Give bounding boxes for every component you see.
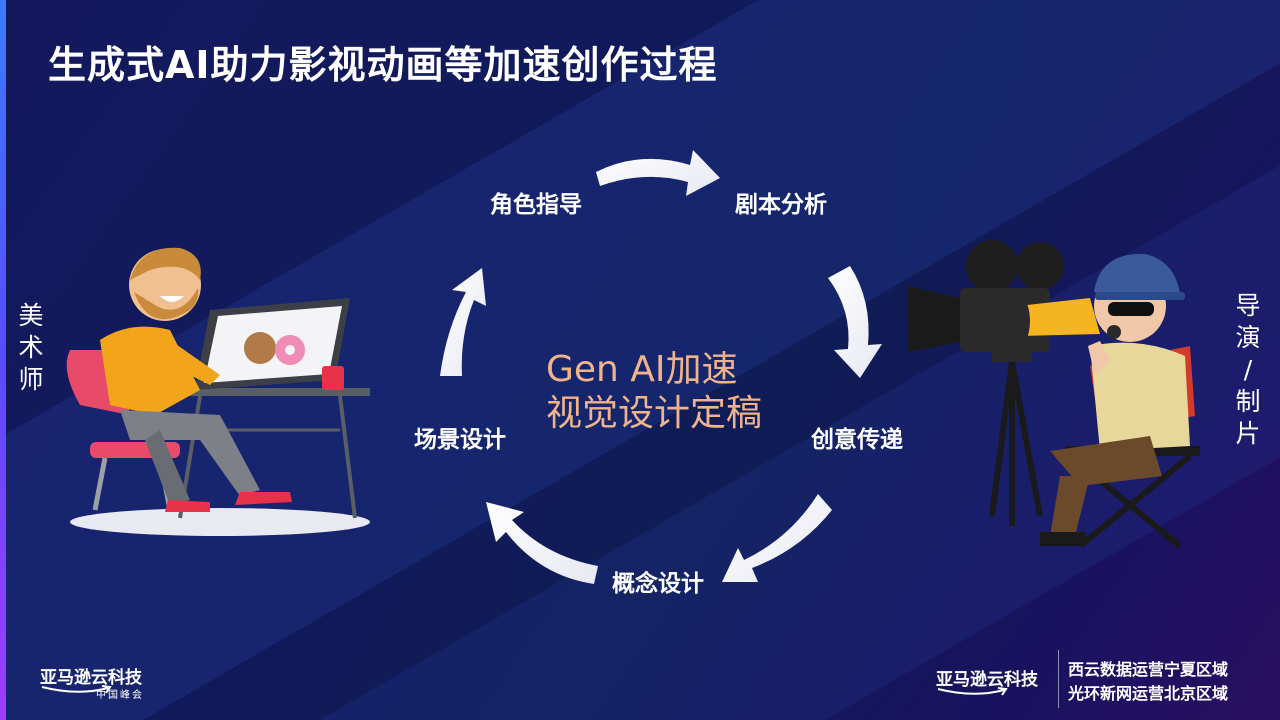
label-director-producer: 导 演 / 制 片	[1235, 291, 1261, 448]
arrow-left	[440, 268, 486, 376]
step-script-analysis: 剧本分析	[735, 192, 827, 218]
step-character-guidance: 角色指导	[490, 192, 582, 218]
director-illustration	[908, 240, 1200, 549]
smile-arrow-icon-right	[937, 687, 1008, 696]
smile-arrow-icon	[41, 685, 112, 694]
arrow-bottom-left	[486, 502, 598, 584]
summit-label: 中国峰会	[96, 690, 144, 701]
footer-divider	[1058, 650, 1059, 708]
artist-illustration	[66, 247, 370, 536]
arrow-right-top	[828, 266, 882, 378]
step-scene-design: 场景设计	[414, 427, 506, 453]
center-line-1: Gen AI加速	[546, 349, 738, 390]
aws-logo-right: 亚马逊云科技	[936, 670, 1038, 690]
aws-logo-left: 亚马逊云科技	[40, 668, 142, 688]
page-title: 生成式AI助力影视动画等加速创作过程	[48, 43, 718, 87]
center-caption: Gen AI加速 视觉设计定稿	[546, 348, 762, 436]
arrow-top	[596, 150, 720, 196]
label-artist: 美 术 师	[18, 301, 44, 394]
accent-bar	[0, 0, 6, 720]
region-ningxia: 西云数据运营宁夏区域	[1068, 660, 1229, 679]
region-beijing: 光环新网运营北京区域	[1068, 684, 1229, 703]
step-concept-design: 概念设计	[612, 571, 704, 597]
arrow-bottom-right	[722, 494, 832, 582]
center-line-2: 视觉设计定稿	[546, 393, 763, 434]
step-creative-delivery: 创意传递	[811, 427, 903, 453]
